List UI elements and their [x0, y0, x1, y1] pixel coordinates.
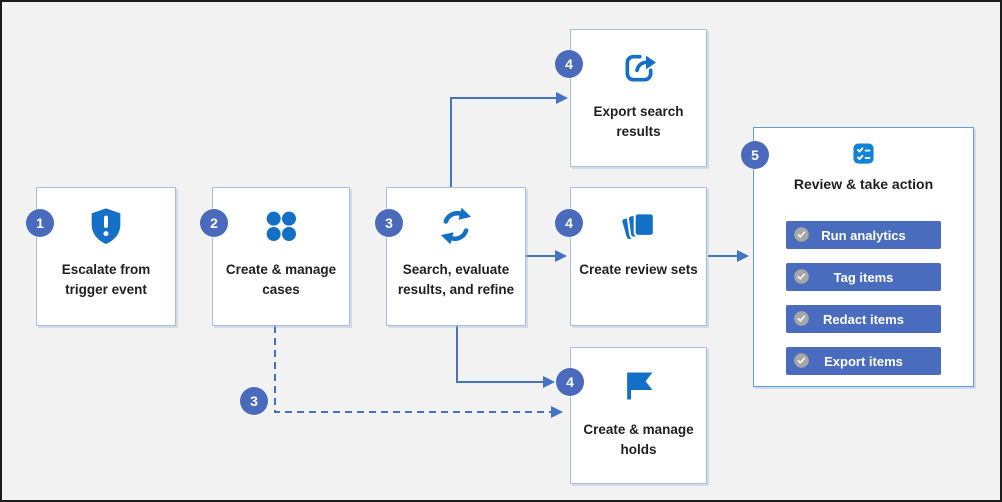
- arrow-search-to-export: [450, 97, 557, 188]
- arrow-search-to-holds: [456, 326, 544, 383]
- action-export-items: Export items: [786, 347, 941, 375]
- dots-grid-icon: [261, 205, 301, 247]
- step-label: Escalate from trigger event: [61, 262, 151, 298]
- step-label: Export search results: [593, 104, 684, 140]
- step-number-badge: 4: [556, 368, 584, 396]
- step-label: Create & manage cases: [225, 262, 337, 298]
- step-box-search: Search, evaluate results, and refine: [386, 187, 526, 326]
- step-box-escalate: Escalate from trigger event: [36, 187, 176, 326]
- action-run-analytics: Run analytics: [786, 221, 941, 249]
- action-label: Run analytics: [821, 227, 906, 243]
- check-circle-icon: [793, 310, 810, 330]
- step-box-cases: Create & manage cases: [212, 187, 350, 326]
- step-box-holds: Create & manage holds: [570, 347, 707, 484]
- step-label: Create & manage holds: [583, 422, 694, 458]
- step-number-badge: 3: [375, 209, 403, 237]
- dashed-arrow-cases-to-holds: [274, 326, 551, 413]
- check-circle-icon: [793, 352, 810, 372]
- branch-number-badge: 3: [240, 387, 268, 415]
- step-box-review-sets: Create review sets: [570, 187, 707, 326]
- step-number-badge: 2: [200, 209, 228, 237]
- action-redact-items: Redact items: [786, 305, 941, 333]
- action-label: Export items: [824, 353, 903, 369]
- step-label: Create review sets: [579, 262, 698, 277]
- flag-icon: [620, 365, 658, 407]
- step-number-badge: 4: [555, 209, 583, 237]
- step-box-export-search: Export search results: [570, 29, 707, 167]
- checklist-icon: [852, 142, 875, 165]
- step-label: Search, evaluate results, and refine: [397, 262, 515, 298]
- action-label: Tag items: [833, 269, 894, 285]
- step-number-badge: 5: [741, 141, 769, 169]
- check-circle-icon: [793, 226, 810, 246]
- panel-title: Review & take action: [793, 176, 934, 192]
- check-circle-icon: [793, 268, 810, 288]
- action-tag-items: Tag items: [786, 263, 941, 291]
- sync-arrows-icon: [435, 205, 477, 247]
- layers-icon: [619, 205, 659, 247]
- share-export-icon: [619, 47, 659, 89]
- review-take-action-panel: Review & take action Run analytics Tag i…: [753, 127, 974, 387]
- action-list: Run analytics Tag items Redact items Exp…: [786, 221, 941, 375]
- step-number-badge: 1: [26, 209, 54, 237]
- shield-alert-icon: [86, 205, 126, 247]
- action-label: Redact items: [823, 311, 904, 327]
- step-number-badge: 4: [555, 50, 583, 78]
